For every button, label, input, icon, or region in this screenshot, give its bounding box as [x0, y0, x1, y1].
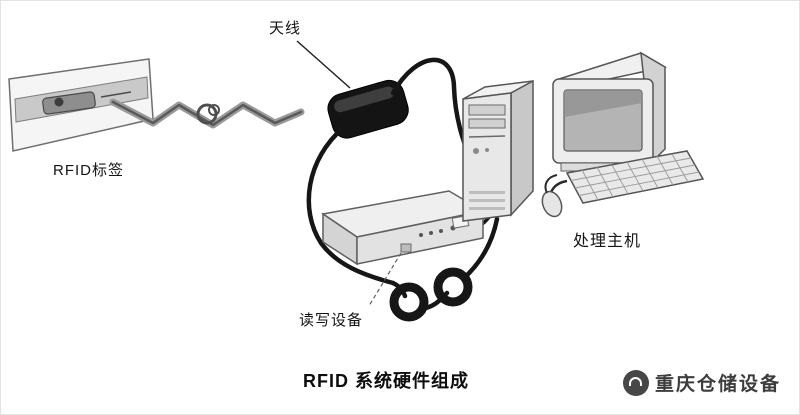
monitor-graphic [552, 51, 668, 172]
radio-wave-graphic [109, 98, 305, 129]
rfid-tag-graphic [8, 58, 154, 152]
antenna-leader-line [296, 40, 351, 89]
watermark-text: 重庆仓储设备 [654, 374, 781, 395]
antenna-graphic [296, 40, 409, 139]
mouse-graphic [541, 174, 563, 218]
cable-coils-graphic [389, 267, 473, 322]
reader-device-graphic [321, 190, 486, 307]
reader-leader-line [368, 252, 402, 307]
reader-label: 读写设备 [299, 312, 364, 329]
antenna-label: 天线 [269, 20, 302, 37]
host-label: 处理主机 [573, 233, 642, 250]
mouse-cable [544, 174, 558, 194]
watermark: 重庆仓储设备 [622, 369, 781, 396]
diagram-title: RFID 系统硬件组成 [303, 371, 469, 391]
watermark-logo-icon [622, 369, 649, 396]
rfid-tag-label: RFID标签 [53, 162, 124, 179]
computer-tower-graphic [462, 79, 534, 222]
